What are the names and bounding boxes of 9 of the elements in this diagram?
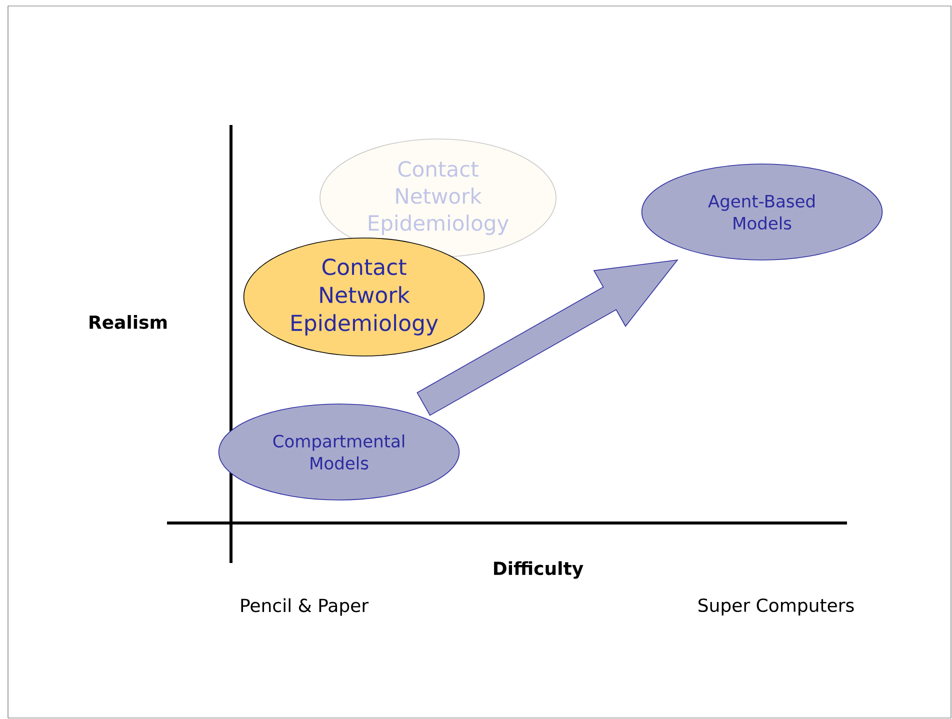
axis-title: Realism [90,315,167,329]
ellipse-node: Contact Network Epidemiology [320,138,556,258]
ellipse-node: Contact Network Epidemiology [243,238,485,356]
axis-end-label: Super Computers [698,598,854,616]
ellipse-node: Compartmental Models [218,404,460,500]
ellipse-node: Agent-Based Models [641,164,883,260]
axis-end-label: Pencil & Paper [241,598,369,616]
block-arrow [416,259,678,416]
axis-title: Difficulty [494,561,584,579]
